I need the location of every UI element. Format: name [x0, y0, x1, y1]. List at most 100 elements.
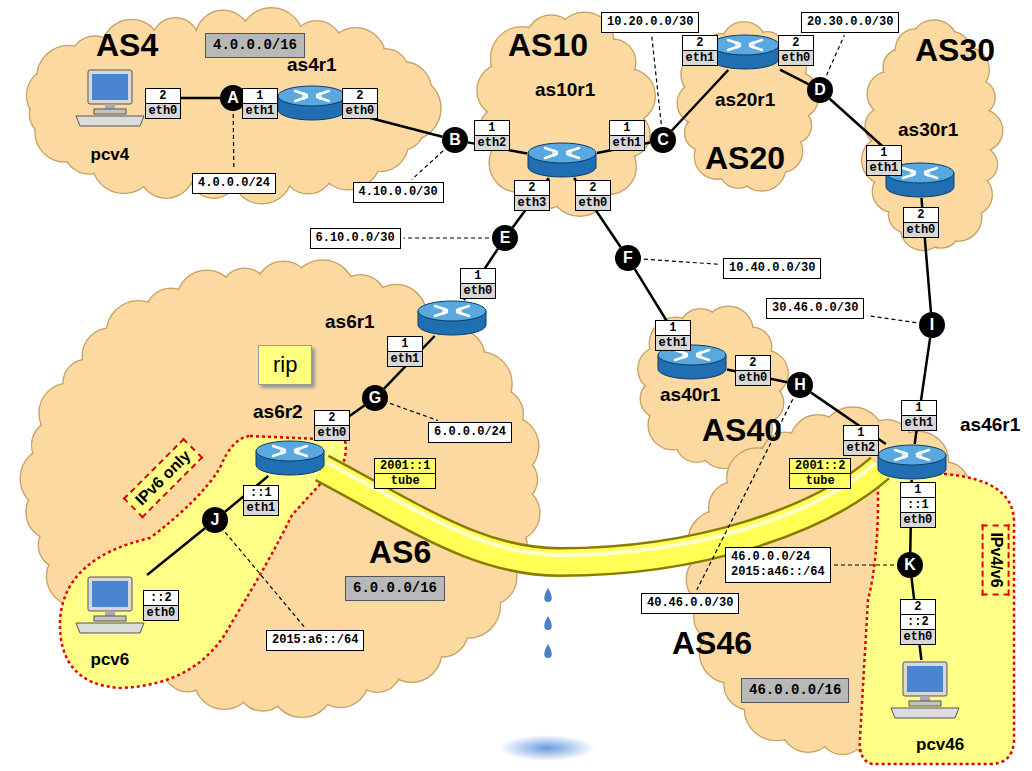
interface-label: ::2eth0	[143, 590, 180, 621]
interface-field: eth2	[475, 135, 510, 150]
as-cloud: AS10as10r11eth21eth12eth32eth0	[468, 5, 663, 220]
router-symbol	[255, 440, 325, 476]
interface-label: 1eth2	[474, 120, 511, 151]
subnet-label: 10.20.0.0/30	[601, 12, 699, 33]
interface-label: 2eth0	[342, 88, 379, 119]
tunnel-text: 2001::1	[375, 459, 435, 473]
router-name: as4r1	[287, 54, 337, 76]
interface-field: 1	[243, 89, 278, 103]
link-marker: D	[807, 77, 833, 103]
router-symbol	[528, 143, 596, 177]
link-marker: B	[442, 127, 468, 153]
region-text: IPv4/v6	[985, 532, 1005, 587]
interface-field: ::1	[244, 486, 279, 500]
subnet-leader	[867, 316, 916, 323]
interface-field: eth0	[576, 195, 611, 210]
link-marker: F	[615, 245, 641, 271]
pc-symbol	[885, 660, 965, 720]
subnet-label: 46.0.0.0/242015:a46::/64	[725, 547, 831, 583]
interface-field: eth1	[610, 135, 645, 150]
interface-field: eth0	[343, 103, 378, 118]
interface-field: eth1	[656, 335, 691, 350]
interface-label: 2eth0	[314, 410, 351, 441]
marker-letter: F	[615, 245, 641, 271]
water-drop	[544, 644, 552, 658]
interface-field: eth0	[315, 425, 350, 440]
pc-name: pcv4	[91, 145, 130, 165]
interface-field: eth1	[683, 50, 718, 65]
subnet-text: 10.40.0.0/30	[729, 261, 815, 276]
as-cloud: AS4646.0.0.0/16as46r11eth21eth11::1eth02…	[680, 405, 1015, 765]
interface-field: 2	[901, 600, 936, 614]
note-label: rip	[258, 345, 312, 385]
router-symbol	[418, 301, 486, 335]
link-line	[147, 528, 205, 575]
interface-field: 2	[515, 181, 550, 195]
marker-letter: C	[650, 127, 676, 153]
interface-field: 1	[610, 121, 645, 135]
router-icon: as10r1	[527, 142, 597, 178]
tunnel-text: 2001::2	[790, 459, 850, 473]
prefix-label: 46.0.0.0/16	[741, 678, 849, 703]
interface-label: 1eth2	[843, 425, 880, 456]
interface-label: 2eth0	[778, 35, 815, 66]
subnet-leader	[834, 564, 894, 565]
interface-field: 1	[475, 121, 510, 135]
pc-symbol	[70, 68, 150, 128]
subnet-label: 10.40.0.0/30	[723, 258, 821, 279]
router-name: as30r1	[898, 119, 958, 141]
interface-field: eth0	[461, 283, 496, 298]
interface-field: 1	[461, 269, 496, 283]
prefix-text: 4.0.0.0/16	[213, 37, 297, 54]
interface-label: 2eth3	[514, 180, 551, 211]
subnet-label: 6.0.0.0/24	[428, 422, 512, 443]
marker-letter: I	[919, 312, 945, 338]
subnet-text: 4.0.0.0/24	[198, 176, 270, 191]
interface-field: ::2	[144, 591, 179, 605]
interface-field: eth1	[243, 103, 278, 118]
router-name: as6r2	[253, 401, 303, 423]
interface-field: 2	[683, 36, 718, 50]
subnet-label: 40.46.0.0/30	[641, 593, 739, 614]
subnet-label: 30.46.0.0/30	[766, 298, 864, 319]
router-symbol	[527, 142, 597, 178]
router-symbol	[278, 86, 346, 120]
interface-field: eth1	[902, 415, 937, 430]
router-name: as10r1	[535, 79, 595, 101]
as-cloud: AS30as30r11eth12eth0	[858, 18, 1008, 256]
router-symbol	[710, 34, 780, 70]
pc-icon: pcv6	[70, 575, 150, 635]
interface-field: eth0	[779, 50, 814, 65]
subnet-leader	[404, 237, 489, 238]
cloud-title: AS10	[508, 27, 588, 63]
subnet-leader	[644, 259, 720, 264]
interface-label: 1eth1	[866, 145, 903, 176]
dual-stack-region	[860, 474, 1014, 764]
marker-letter: K	[897, 552, 923, 578]
cloud-bump	[901, 206, 945, 250]
subnet-text: 10.20.0.0/30	[607, 15, 693, 30]
tunnel-label: 2001::1tube	[374, 458, 436, 489]
link-marker: G	[362, 385, 388, 411]
interface-field: eth0	[144, 605, 179, 620]
interface-label: 1eth1	[242, 88, 279, 119]
region-text: IPv6 only	[131, 446, 195, 510]
water-puddle	[499, 735, 595, 761]
link-marker: E	[492, 225, 518, 251]
router-name: as20r1	[715, 89, 775, 111]
link-marker: J	[202, 507, 228, 533]
subnet-leader	[652, 35, 662, 124]
interface-field: 2	[779, 36, 814, 50]
marker-letter: J	[202, 507, 228, 533]
link-marker: I	[919, 312, 945, 338]
interface-label: 1eth0	[460, 268, 497, 299]
tunnel-text: tube	[375, 473, 435, 488]
interface-label: 2eth1	[682, 35, 719, 66]
marker-letter: H	[787, 372, 813, 398]
router-icon: as46r1	[877, 444, 947, 480]
router-name: as6r1	[325, 311, 375, 333]
interface-label: 2eth0	[145, 88, 182, 119]
cloud-bump	[951, 604, 999, 652]
tunnel-text: tube	[790, 473, 850, 488]
